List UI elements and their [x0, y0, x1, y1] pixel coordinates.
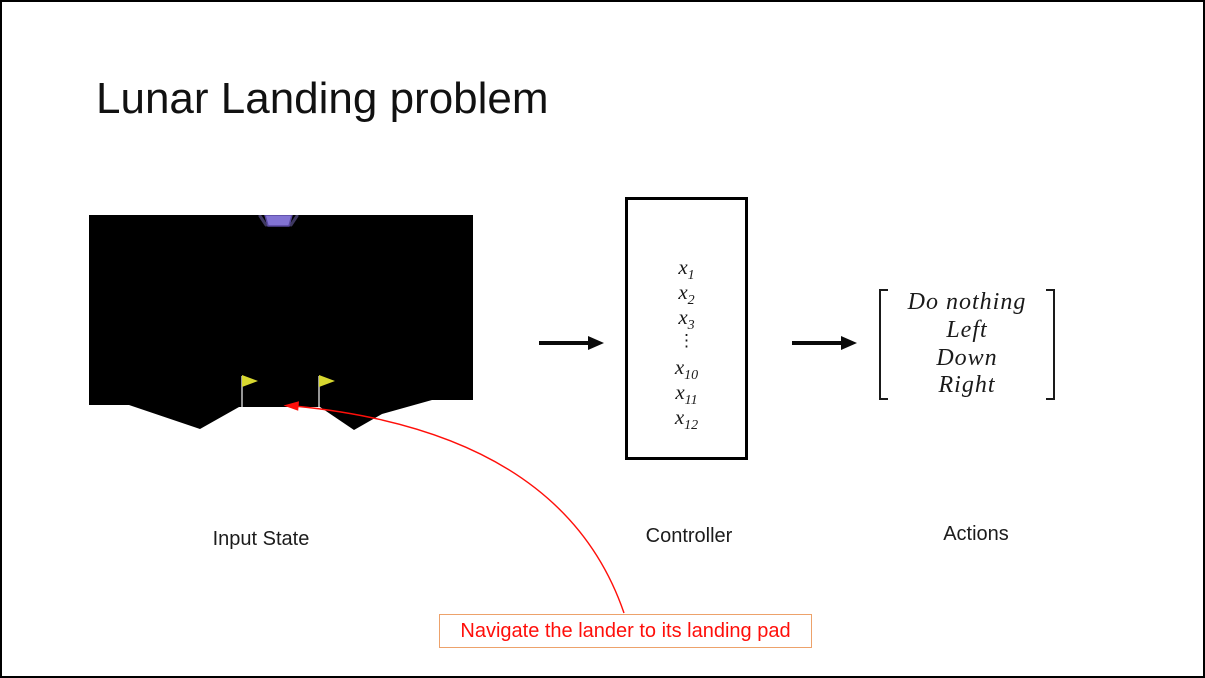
left-bracket: [879, 289, 888, 400]
right-bracket: [1046, 289, 1055, 400]
slide-title: Lunar Landing problem: [96, 74, 549, 123]
state-variable: x11: [675, 379, 698, 408]
state-variable-base: x: [675, 379, 685, 404]
state-variable: x1: [678, 254, 695, 283]
callout-text: Navigate the lander to its landing pad: [460, 619, 791, 642]
lander-leg-left-icon: [258, 215, 268, 227]
callout-connector-arrow: [293, 405, 625, 614]
action-item: Down: [936, 344, 998, 371]
lander-icon: [264, 215, 293, 227]
state-variable-subscript: 12: [684, 417, 699, 433]
state-variable: x10: [674, 354, 699, 383]
state-variable-subscript: 11: [684, 392, 698, 408]
state-variable-base: x: [674, 404, 685, 429]
state-variable-base: x: [678, 254, 688, 279]
vertical-ellipsis: ⋮: [678, 330, 695, 350]
state-variable-base: x: [674, 354, 685, 379]
action-item: Left: [946, 316, 988, 343]
state-variable: x3: [678, 304, 695, 333]
state-variable-subscript: 3: [687, 317, 695, 333]
input-state-label: Input State: [212, 528, 310, 550]
state-variable: x2: [678, 279, 695, 308]
controller-label: Controller: [645, 525, 733, 547]
state-variable: x12: [674, 404, 699, 433]
state-variable-base: x: [678, 304, 688, 329]
action-item: Right: [938, 372, 996, 399]
landing-flag-left-icon: [242, 375, 258, 387]
callout-box: Navigate the lander to its landing pad: [439, 614, 812, 648]
actions-label: Actions: [943, 523, 1009, 545]
actions-list: Do nothing Left Down Right: [888, 289, 1046, 400]
controller-to-actions-arrowhead-icon: [841, 336, 857, 350]
state-variable-subscript: 1: [687, 267, 695, 283]
state-variable-subscript: 10: [684, 367, 699, 383]
action-item: Do nothing: [907, 289, 1027, 316]
input-to-controller-arrowhead-icon: [588, 336, 604, 350]
lander-leg-right-icon: [289, 215, 299, 227]
controller-box: x1 x2 x3 ⋮ x10 x11 x12: [625, 197, 748, 460]
state-variable-base: x: [678, 279, 688, 304]
game-screenshot: [89, 215, 473, 430]
moon-terrain: [89, 215, 473, 430]
landing-flag-right-icon: [319, 375, 335, 387]
state-variable-subscript: 2: [687, 292, 695, 308]
actions-matrix: Do nothing Left Down Right: [879, 289, 1055, 400]
